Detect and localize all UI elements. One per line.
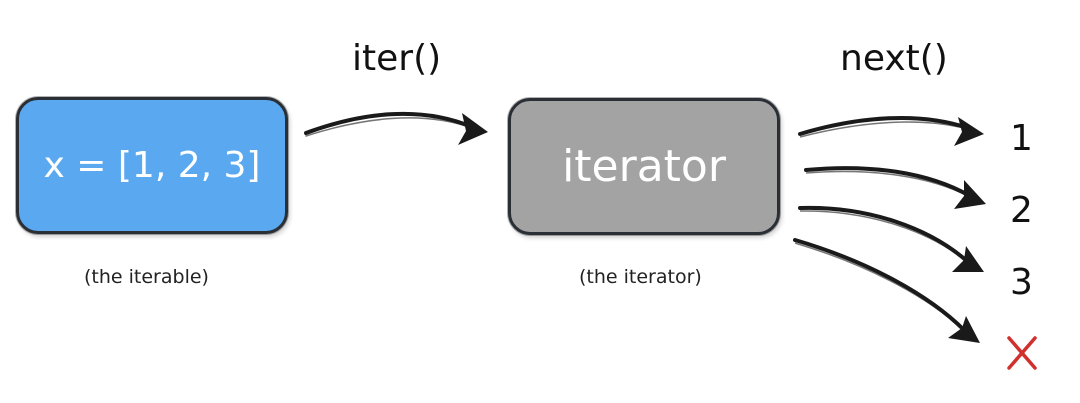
iterator-box: iterator: [508, 98, 780, 235]
iterator-caption: (the iterator): [579, 266, 702, 288]
iterable-caption: (the iterable): [84, 266, 209, 288]
iterator-content: iterator: [562, 141, 726, 192]
iter-arrow: [304, 111, 488, 145]
next-arrow-4: [793, 238, 980, 343]
iterable-box: x = [1, 2, 3]: [16, 97, 288, 234]
next-arrow-2: [804, 166, 986, 209]
x-mark-icon: [1007, 336, 1037, 370]
output-value-3: 3: [1010, 262, 1033, 303]
next-arrow-1: [798, 115, 984, 146]
output-value-1: 1: [1010, 118, 1033, 159]
iterable-content: x = [1, 2, 3]: [43, 145, 261, 186]
iter-function-label: iter(): [352, 38, 442, 79]
next-function-label: next(): [840, 38, 948, 79]
output-value-2: 2: [1010, 190, 1033, 231]
next-arrow-3: [798, 205, 984, 272]
